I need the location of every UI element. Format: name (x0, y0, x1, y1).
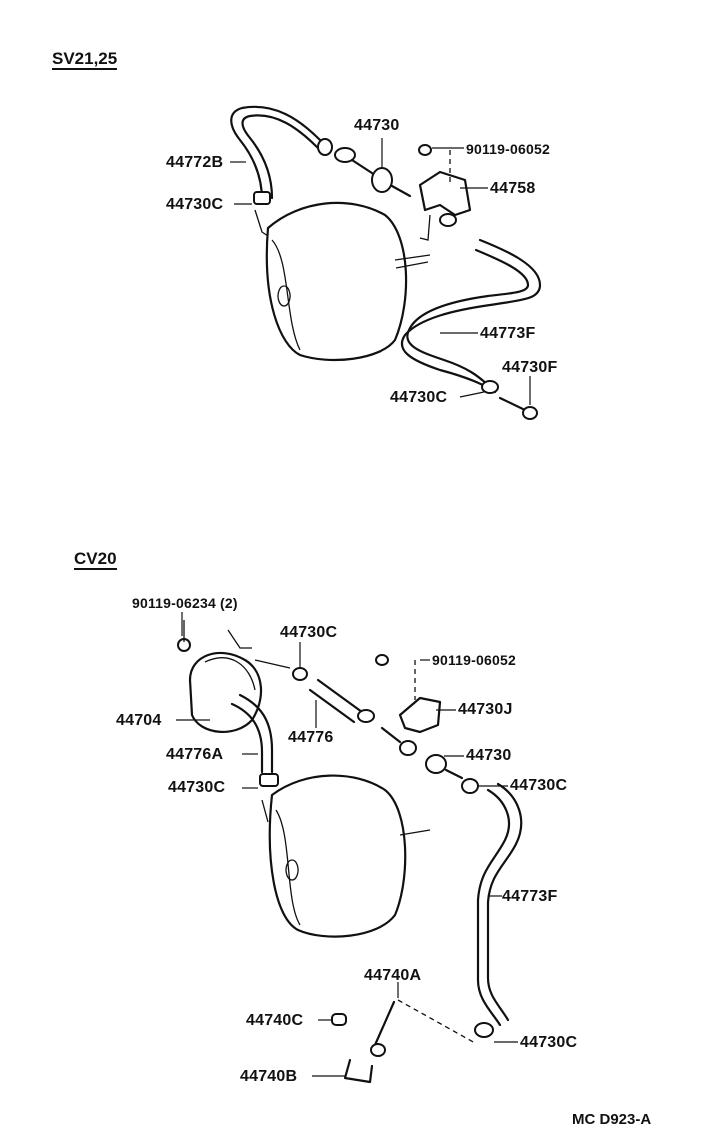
label-44730F: 44730F (502, 359, 558, 376)
cv-hose-44773F (474, 782, 523, 1038)
label-90119-06234: 90119-06234 (2) (132, 595, 238, 611)
sv-hose-44772B (230, 105, 322, 205)
label-44740C: 44740C (246, 1012, 304, 1029)
label-44730: 44730 (466, 747, 512, 764)
label-44730C: 44730C (280, 624, 338, 641)
label-44730J: 44730J (458, 701, 513, 718)
cv-bracket-44730J-valve-44730 (375, 654, 479, 794)
label-44730C: 44730C (520, 1034, 578, 1051)
cv-leader-lines (176, 612, 518, 1077)
label-44773F: 44773F (480, 325, 536, 342)
cv-hose-44776 (254, 659, 375, 724)
diagram-code: MC D923-A (572, 1111, 652, 1128)
label-44730C: 44730C (166, 196, 224, 213)
sv-clamp-and-valve-44730 (317, 138, 412, 198)
label-44776A: 44776A (166, 746, 224, 763)
label-44773F: 44773F (502, 888, 558, 905)
label-44758: 44758 (490, 180, 536, 197)
label-90119-06052: 90119-06052 (466, 141, 550, 157)
label-44740B: 44740B (240, 1068, 298, 1085)
label-44730C: 44730C (510, 777, 568, 794)
label-44730: 44730 (354, 117, 400, 134)
label-44776: 44776 (288, 729, 334, 746)
label-44772B: 44772B (166, 154, 224, 171)
cv-switch-assembly-44740 (331, 999, 476, 1084)
sv-leader-lines (230, 147, 531, 405)
cv-hose-44776A (230, 693, 279, 787)
label-90119-06052: 90119-06052 (432, 652, 516, 668)
section-title-sv: SV21,25 (52, 49, 118, 70)
label-44730C: 44730C (168, 779, 226, 796)
sv-hose-44773F (400, 238, 542, 420)
label-44730C: 44730C (390, 389, 448, 406)
cv-vacuum-tank-44704 (177, 620, 263, 733)
sv-brake-booster (254, 201, 431, 362)
cv-brake-booster (261, 774, 431, 938)
sv-bracket-44758 (418, 144, 472, 241)
section-title-cv: CV20 (74, 549, 117, 570)
label-44740A: 44740A (364, 967, 422, 984)
label-44704: 44704 (116, 712, 162, 729)
